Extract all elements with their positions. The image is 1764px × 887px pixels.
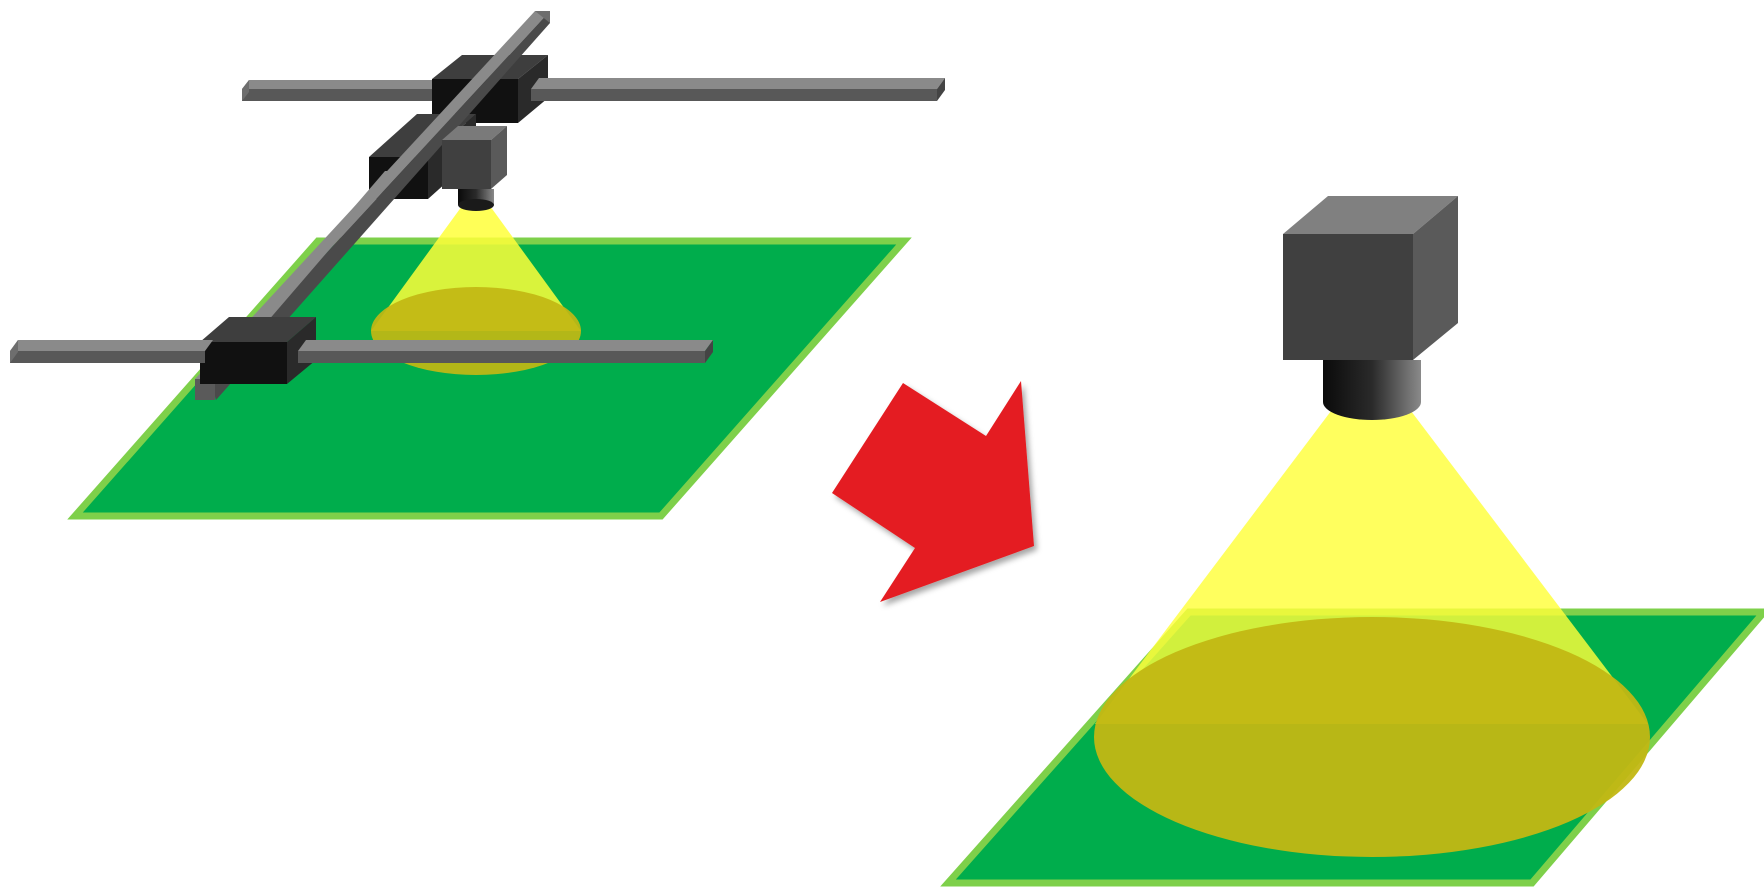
- right-field-of-view: [1094, 617, 1650, 857]
- red-arrow-shape: [832, 381, 1034, 602]
- x-rail-bottom-right: [298, 340, 713, 363]
- right-camera: [1283, 196, 1458, 420]
- left-camera: [442, 126, 507, 211]
- camera-closeup-scene: [940, 196, 1764, 887]
- transition-arrow: [832, 381, 1034, 602]
- x-rail-top-right: [531, 78, 945, 101]
- x-rail-top-left: [242, 80, 448, 101]
- lower-carriage: [200, 317, 316, 384]
- x-rail-bottom-left: [10, 340, 213, 363]
- gantry-system-scene: [10, 11, 945, 520]
